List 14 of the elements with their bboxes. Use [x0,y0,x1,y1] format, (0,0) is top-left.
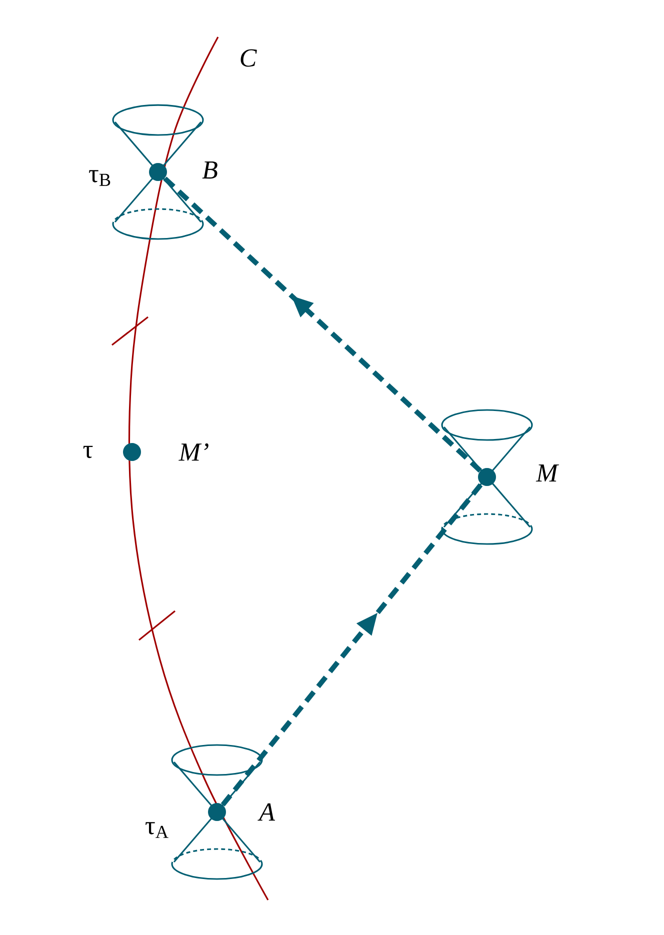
light-signal-arrow [220,482,484,806]
proper-time-label: τ [83,446,93,458]
node-label: M’ [178,443,208,461]
event-point: B [149,161,218,181]
event-point: A [208,803,276,821]
light-signal-arrow [163,176,482,473]
node-label: A [258,803,276,821]
curve-label: C [240,49,257,67]
node-label: B [202,161,218,179]
proper-time-label: τ$_{A}$ [146,822,168,838]
event-point: M [478,464,560,486]
proper-time-label: τ$_{B}$ [89,170,110,186]
node-label: M [536,464,560,482]
event-point: M’ [123,443,208,461]
